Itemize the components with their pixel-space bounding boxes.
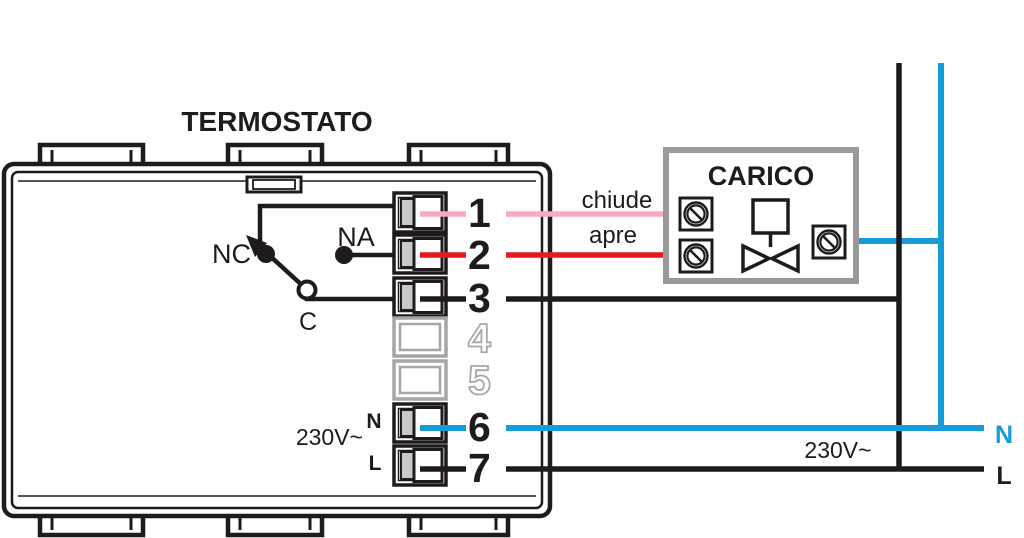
terminal-pad [400,409,415,437]
screw-terminal-icon [811,224,847,260]
na-label: NA [337,222,375,252]
common-pivot-circle [296,279,318,301]
frame-inner [10,170,544,510]
mounting-tabs-bottom [37,514,511,538]
neutral-label-left: N [366,410,381,433]
load-box [663,147,859,284]
terminal-4 [392,316,448,358]
internal-switch [246,203,394,302]
nc-label: NC [212,239,251,269]
wire-nc-to-terminal1 [257,203,394,252]
open-wire-label: apre [589,222,637,249]
screw-terminal-icon [678,196,714,232]
c-label: C [299,308,317,336]
nc-contact-dot [257,245,275,263]
voltage-label-left: 230V~ [296,424,363,450]
mounting-tabs-top [37,142,511,166]
terminal-number-6: 6 [468,404,491,450]
terminal-5 [392,359,448,401]
valve-icon [741,198,800,274]
line-label-right: L [996,462,1011,490]
screw-terminal-icon [678,238,714,274]
terminal-number-2: 2 [468,232,491,278]
neutral-label-right: N [995,421,1013,449]
line-label-left: L [369,452,382,475]
terminal-number-1: 1 [468,190,491,236]
terminal-clamp [412,448,444,483]
terminal-number-4: 4 [468,315,491,361]
terminal-blocks [392,191,448,487]
terminal-6 [392,402,448,444]
load-title: CARICO [708,161,815,191]
close-wire-label: chiude [582,187,653,214]
switch-lever-tip [246,235,267,257]
terminal-pad [400,283,415,311]
terminal-number-3: 3 [468,275,491,321]
thermostat-title: TERMOSTATO [181,106,372,137]
terminal-clamp [412,406,444,440]
terminal-number-7: 7 [468,445,491,491]
na-contact-dot [335,246,353,264]
terminal-pad [400,451,415,480]
terminal-pad [400,240,415,268]
frame-notch-inner [252,179,296,190]
terminal-number-5: 5 [468,357,491,403]
terminal-7 [392,444,448,487]
terminal-pad [400,198,415,227]
voltage-label-right: 230V~ [804,437,871,463]
